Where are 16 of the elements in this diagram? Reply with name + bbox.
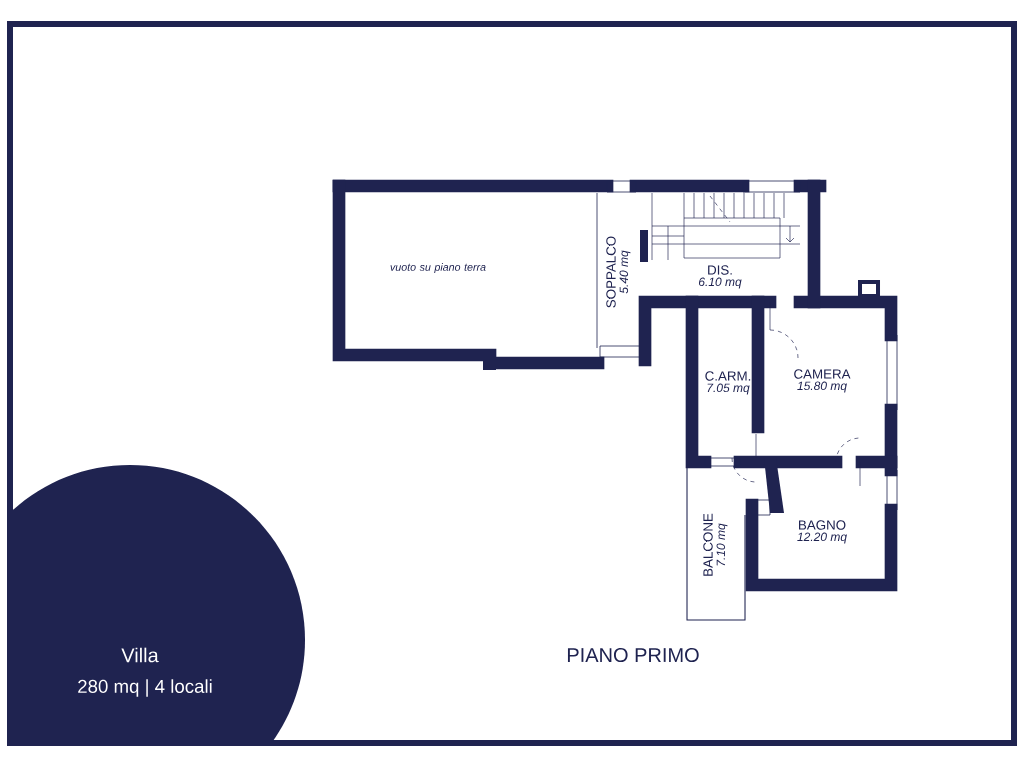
room-name: BALCONE (703, 513, 713, 576)
floor-title: PIANO PRIMO (567, 647, 699, 663)
room-label: vuoto su piano terra (390, 263, 486, 273)
room-area: 7.05 mq (707, 383, 750, 395)
room-area: 7.10 mq (716, 523, 728, 566)
property-summary: 280 mq | 4 locali (78, 679, 212, 697)
room-area: 5.40 mq (619, 250, 631, 294)
property-type: Villa (121, 647, 159, 663)
room-name: SOPPALCO (606, 236, 616, 308)
room-area: 6.10 mq (699, 277, 742, 289)
room-name: DIS. (708, 265, 732, 275)
room-name: BAGNO (799, 520, 846, 530)
room-area: 15.80 mq (797, 381, 847, 393)
room-area: 12.20 mq (797, 532, 847, 544)
room-name: C.ARM. (705, 371, 751, 381)
room-name: CAMERA (794, 369, 851, 379)
